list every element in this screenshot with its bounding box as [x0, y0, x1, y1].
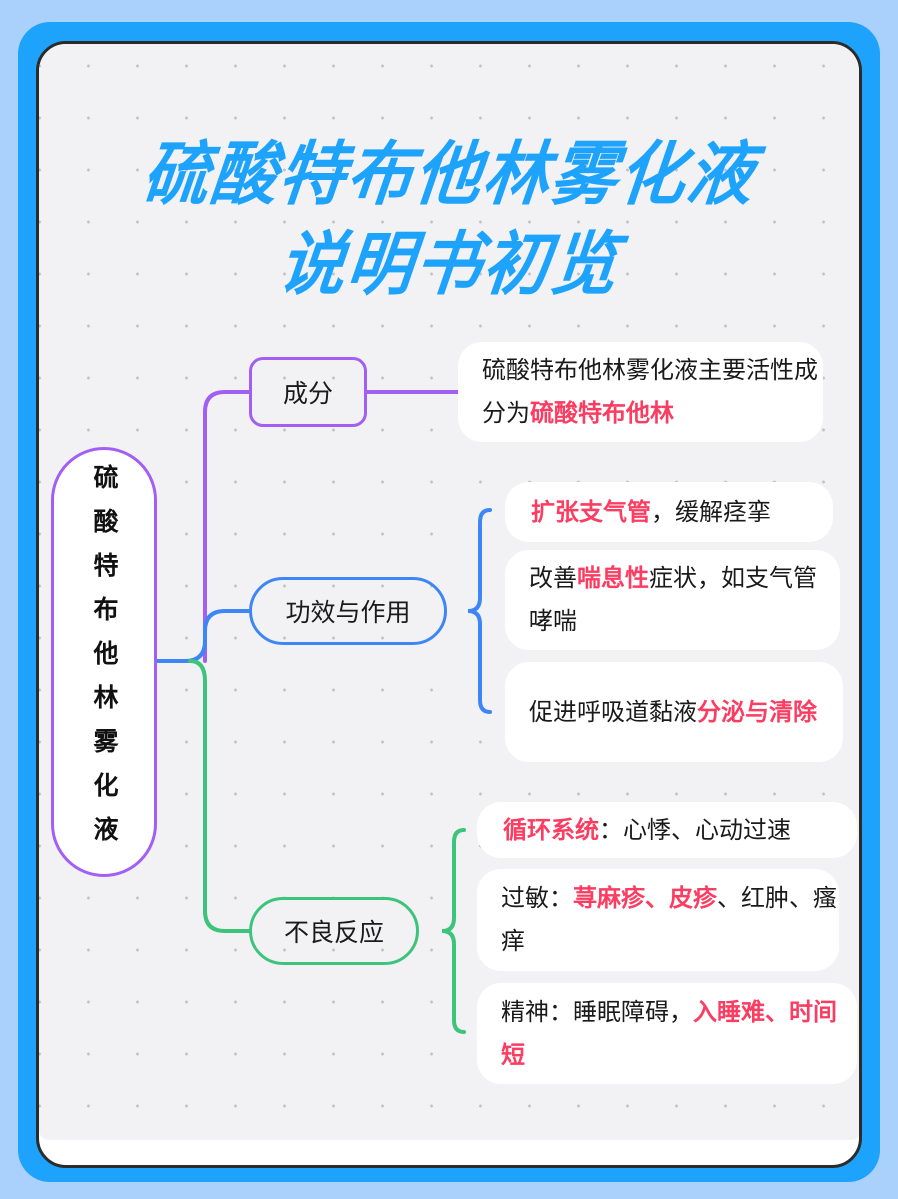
leaf-text-part: 硫酸特布他林雾化液主要活性成分为: [482, 356, 818, 427]
root-node[interactable]: 硫酸特布他林雾化液: [51, 447, 157, 877]
leaf-text-part: 症状，如支气管哮喘: [529, 564, 817, 635]
leaf-text-part: 改善: [529, 564, 577, 592]
leaf-adverse-3[interactable]: 精神：睡眠障碍，入睡难、时间短: [477, 983, 857, 1084]
leaf-highlight: 荨麻疹、皮疹: [573, 884, 717, 912]
leaf-text: 扩张支气管，缓解痉挛: [531, 491, 833, 534]
leaf-text-part: ：心悸、心动过速: [599, 815, 791, 844]
leaf-text: 循环系统：心悸、心动过速: [503, 809, 857, 852]
leaf-text: 精神：睡眠障碍，入睡难、时间短: [501, 991, 857, 1077]
leaf-adverse-2[interactable]: 过敏：荨麻疹、皮疹、红肿、瘙痒: [477, 869, 839, 971]
leaf-text-part: ，缓解痉挛: [651, 497, 771, 526]
leaf-highlight: 扩张支气管: [531, 497, 651, 526]
branch-effect[interactable]: 功效与作用: [249, 577, 447, 645]
leaf-effect-3[interactable]: 促进呼吸道黏液分泌与清除: [505, 662, 843, 762]
leaf-text-part: 促进呼吸道黏液: [529, 697, 697, 726]
leaf-adverse-1[interactable]: 循环系统：心悸、心动过速: [477, 802, 857, 858]
leaf-text: 过敏：荨麻疹、皮疹、红肿、瘙痒: [501, 877, 839, 963]
leaf-text-part: 、红肿、瘙痒: [501, 884, 837, 955]
leaf-effect-2[interactable]: 改善喘息性症状，如支气管哮喘: [505, 550, 840, 650]
leaf-effect-1[interactable]: 扩张支气管，缓解痉挛: [505, 482, 833, 542]
branch-ingredient-label: 成分: [282, 379, 333, 408]
leaf-text-part: 过敏：: [501, 884, 573, 912]
leaf-highlight: 入睡难、时间短: [501, 997, 837, 1069]
leaf-highlight: 喘息性: [577, 564, 649, 592]
leaf-text-part: 精神：睡眠障碍，: [501, 997, 693, 1026]
leaf-highlight: 循环系统: [503, 815, 599, 844]
connector-ingredient: [156, 390, 251, 663]
branch-ingredient[interactable]: 成分: [249, 357, 367, 427]
effect-bracket: [467, 508, 492, 714]
connector-adverse: [188, 659, 251, 933]
leaf-ingredient-1[interactable]: 硫酸特布他林雾化液主要活性成分为硫酸特布他林: [458, 342, 823, 442]
branch-adverse[interactable]: 不良反应: [249, 897, 419, 965]
leaf-text: 促进呼吸道黏液分泌与清除: [529, 691, 843, 734]
leaf-text: 硫酸特布他林雾化液主要活性成分为硫酸特布他林: [482, 349, 823, 435]
branch-adverse-label: 不良反应: [283, 918, 384, 947]
adverse-bracket: [441, 828, 466, 1034]
branch-effect-label: 功效与作用: [285, 598, 411, 627]
leaf-text: 改善喘息性症状，如支气管哮喘: [529, 557, 840, 643]
leaf-highlight: 硫酸特布他林: [530, 399, 674, 427]
root-node-label: 硫酸特布他林雾化液: [90, 464, 119, 860]
leaf-highlight: 分泌与清除: [697, 697, 817, 726]
